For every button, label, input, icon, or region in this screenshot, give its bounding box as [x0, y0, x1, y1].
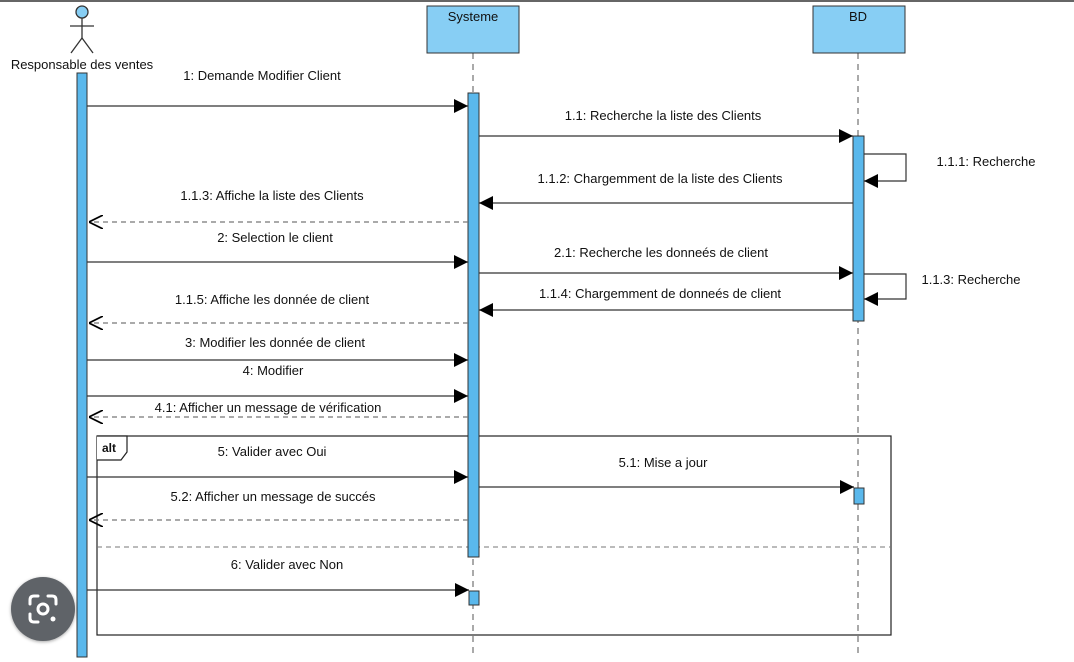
systeme-activation-bar [467, 92, 480, 558]
participant-name-bd: BD [849, 9, 867, 24]
message-label-5: 5: Valider avec Oui [218, 444, 327, 459]
fragment-frame [96, 435, 892, 636]
message-label-1: 1: Demande Modifier Client [183, 68, 341, 83]
participant-box-systeme [426, 5, 520, 54]
fragment-operator: alt [102, 441, 116, 455]
message-label-3: 3: Modifier les donnée de client [185, 335, 365, 350]
participant-name-systeme: Systeme [448, 9, 499, 24]
bd-activation-bar [852, 135, 865, 322]
message-label-1-1-4: 1.1.4: Chargemment de donneés de client [539, 286, 781, 301]
self-message-label-2: 1.1.3: Recherche [921, 272, 1020, 287]
alt-fragment: alt [96, 435, 892, 636]
bd-activation-bar-small [853, 487, 865, 505]
actor-icon [70, 5, 94, 54]
message-label-2-1: 2.1: Recherche les donneés de client [554, 245, 768, 260]
systeme-activation-bar-small [468, 590, 480, 606]
self-message-arrow-2 [864, 273, 907, 306]
lens-search-button[interactable] [11, 577, 75, 641]
message-label-1-1-2: 1.1.2: Chargemment de la liste des Clien… [538, 171, 783, 186]
lens-search-icon [28, 594, 58, 624]
participant-box-bd [812, 5, 906, 54]
message-label-5-1: 5.1: Mise a jour [619, 455, 709, 470]
reply-label-1-1-3: 1.1.3: Affiche la liste des Clients [180, 188, 364, 203]
message-label-6: 6: Valider avec Non [231, 557, 344, 572]
actor-name: Responsable des ventes [11, 57, 154, 72]
message-label-4: 4: Modifier [243, 363, 304, 378]
reply-label-5-2: 5.2: Afficher un message de succés [171, 489, 376, 504]
actor-activation-bar [76, 72, 88, 658]
self-message-label-1: 1.1.1: Recherche [936, 154, 1035, 169]
reply-label-1-1-5: 1.1.5: Affiche les donnée de client [175, 292, 370, 307]
self-message-arrow-1 [864, 153, 907, 188]
fragment-label-tab [97, 435, 128, 461]
reply-label-4-1: 4.1: Afficher un message de vérification [155, 400, 382, 415]
message-label-1-1: 1.1: Recherche la liste des Clients [565, 108, 762, 123]
message-label-2: 2: Selection le client [217, 230, 333, 245]
